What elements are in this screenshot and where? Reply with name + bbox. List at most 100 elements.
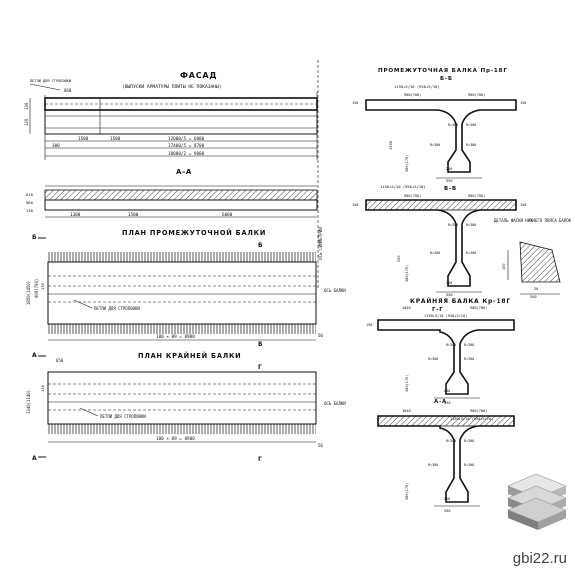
plan-edge-dim-50: 50	[318, 443, 323, 448]
plan-edge-cut-g-top: Г	[258, 364, 263, 371]
right-top-cut: Б-Б	[440, 76, 453, 82]
right-edge-title: КРАЙНЯЯ БАЛКА Кр-18Г	[410, 297, 511, 305]
right-vv-dim-3: 150	[520, 203, 526, 207]
section-aa-dim-610: 610	[26, 192, 34, 197]
facade-dim-12000: 12000/5 = 6000	[168, 136, 205, 142]
detail-dim-150: 150	[502, 264, 506, 271]
site-watermark: gbi22.ru	[512, 550, 567, 567]
right-vv-dim-10: R=300	[466, 251, 476, 255]
section-aa-web	[44, 199, 318, 211]
plan-intermediate-bottom-ticks	[48, 324, 316, 334]
right-top-dim-10: 550	[446, 179, 453, 183]
right-top-topdim: 1150+5/10 (950+5/10)	[394, 84, 440, 89]
detail-dim-20: 20	[534, 287, 538, 291]
right-top-dim-4: 1300	[388, 140, 393, 150]
right-top-dim-11: R=300	[466, 143, 476, 147]
right-edge-dim-10: R=300	[464, 357, 474, 361]
cross-section-aa: А-А 1040 900(700) 1150+5/10 (950+5/10) R…	[377, 399, 515, 513]
right-edge-dim-5: R=300	[464, 343, 474, 347]
section-aa-dim-1300: 1300	[70, 212, 81, 218]
chamfer-detail: ДЕТАЛЬ ФАСКИ НИЖНЕГО ПОЯСА БАЛОК 150 20 …	[494, 218, 572, 299]
right-edge-dim-1: 900(700)	[470, 306, 487, 310]
plan-edge-axis: ОСЬ БАЛКИ	[324, 401, 346, 406]
right-edge-dim-0: 1040	[402, 306, 411, 310]
facade-note-petli: ПЕТЛИ ДЛЯ СТРОПОВКИ	[30, 79, 71, 83]
right-edge-dim-7: R=300	[428, 357, 438, 361]
right-edge-dim-6: 280(170)	[405, 375, 409, 392]
facade-dim-860: 860	[64, 88, 72, 93]
cross-section-bb: ПРОМЕЖУТОЧНАЯ БАЛКА Пр-18Г Б-Б 1150+5/10…	[352, 68, 526, 183]
right-top-title: ПРОМЕЖУТОЧНАЯ БАЛКА Пр-18Г	[378, 68, 508, 74]
section-aa-title: А-А	[176, 168, 192, 176]
right-top-dim-0: 900(700)	[404, 93, 421, 97]
facade-beam-web	[44, 109, 318, 135]
right-top-dim-3: 150	[520, 101, 526, 105]
right-aa-dim-0: 1040	[402, 409, 411, 413]
vv-section-outline	[365, 199, 517, 287]
plan-edge-dim-side: 1340(1140)	[26, 390, 31, 414]
right-edge-cut: Г-Г	[432, 307, 444, 313]
symmetry-axis-label: ОСЬ СИММЕТРИИ	[318, 227, 323, 260]
right-vv-dim-7: R=300	[430, 251, 440, 255]
plan-edge-cut-g-bottom: Г	[258, 456, 263, 463]
right-top-dim-8: R=300	[430, 143, 440, 147]
facade-subtitle: (ВЫПУСКИ АРМАТУРЫ ПЛИТЫ НЕ ПОКАЗАНЫ)	[122, 84, 222, 90]
right-aa-dim-5: 280(170)	[405, 483, 409, 500]
facade-dim-300: 300	[52, 143, 60, 149]
right-aa-dim-8: 550	[444, 509, 451, 513]
right-vv-dim-9: 550	[446, 293, 453, 297]
right-vv-topdim: 1150+5/10 (950+5/10)	[380, 184, 426, 189]
bb-section-outline	[365, 99, 517, 173]
plan-edge-title: ПЛАН КРАЙНЕЙ БАЛКИ	[138, 351, 242, 360]
plan-intermediate-note-petli: ПЕТЛИ ДЛЯ СТРОПОВКИ	[94, 306, 140, 311]
section-aa-long: А-А 610 960 130 1300 1500 6000 ОСЬ СИММЕ…	[26, 60, 323, 290]
plan-intermediate-cut-b-left: Б	[32, 234, 37, 241]
section-aa-dim-130: 130	[26, 208, 34, 213]
right-vv-dim-4: R=300	[448, 223, 458, 227]
plan-edge-dim-bottom: 100 × 89 = 8900	[156, 436, 195, 442]
plan-intermediate-dim-side2: 900(700)	[34, 279, 39, 298]
gg-section-outline	[377, 319, 515, 395]
right-top-dim-2: 150	[352, 101, 358, 105]
facade-dim-120: 120	[24, 118, 29, 126]
right-vv-dim-11: 250	[397, 256, 401, 263]
right-edge-dim-4: R=300	[446, 343, 456, 347]
facade-dim-1500a: 1500	[78, 136, 89, 142]
facade-dim-1500b: 1500	[110, 136, 121, 142]
right-edge-dim-3: 1150+5/10 (950+5/10)	[424, 314, 467, 318]
section-aa-dim-6000: 6000	[222, 212, 233, 218]
section-aa-hatched-slab	[44, 189, 318, 201]
right-aa-dim-6: R=300	[428, 463, 438, 467]
plan-edge-note-petli: ПЕТЛИ ДЛЯ СТРОПОВКИ	[100, 414, 146, 419]
section-aa-dim-1500: 1500	[128, 212, 139, 218]
plan-intermediate-dim-50: 50	[318, 333, 323, 338]
plan-intermediate-dim-bottom: 100 × 89 = 8900	[156, 334, 195, 340]
plan-intermediate-cut-b-right: Б	[258, 242, 263, 249]
plan-intermediate-cut-b-bottom: Б	[258, 341, 263, 348]
right-vv-dim-8: 200	[446, 281, 452, 285]
plan-intermediate-dim-130: 130	[40, 282, 45, 290]
facade-title: ФАСАД	[180, 71, 217, 80]
right-vv-dim-5: R=300	[466, 223, 476, 227]
plan-edge-dim-650: 650	[56, 358, 64, 363]
plan-intermediate-axis: ОСЬ БАЛКИ	[324, 288, 346, 293]
plan-intermediate: ПЛАН ПРОМЕЖУТОЧНОЙ БАЛКИ Б Б 1850(1450) …	[26, 228, 346, 348]
right-aa-dim-9: R=300	[464, 463, 474, 467]
right-edge-dim-8: 200	[444, 389, 450, 393]
right-top-dim-6: R=300	[466, 123, 476, 127]
chamfer-detail-shape	[519, 241, 561, 283]
right-aa-dim-1: 900(700)	[470, 409, 487, 413]
facade-dim-18000: 18000/2 = 9000	[168, 151, 205, 157]
gbi22-logo-icon	[507, 473, 567, 530]
aa-section-outline	[377, 415, 515, 503]
facade-view: ФАСАД (ВЫПУСКИ АРМАТУРЫ ПЛИТЫ НЕ ПОКАЗАН…	[24, 71, 318, 160]
right-aa-dim-4: R=300	[464, 439, 474, 443]
plan-edge-cut-a-top: А	[32, 352, 37, 359]
plan-intermediate-dim-side: 1850(1450)	[26, 281, 31, 305]
right-vv-dim-1: 900(700)	[468, 194, 485, 198]
section-aa-dim-960: 960	[26, 200, 34, 205]
right-edge-dim-9: 550	[444, 401, 451, 405]
plan-edge-dim-130: 130	[40, 384, 45, 392]
right-vv-cut: В-В	[444, 186, 457, 192]
